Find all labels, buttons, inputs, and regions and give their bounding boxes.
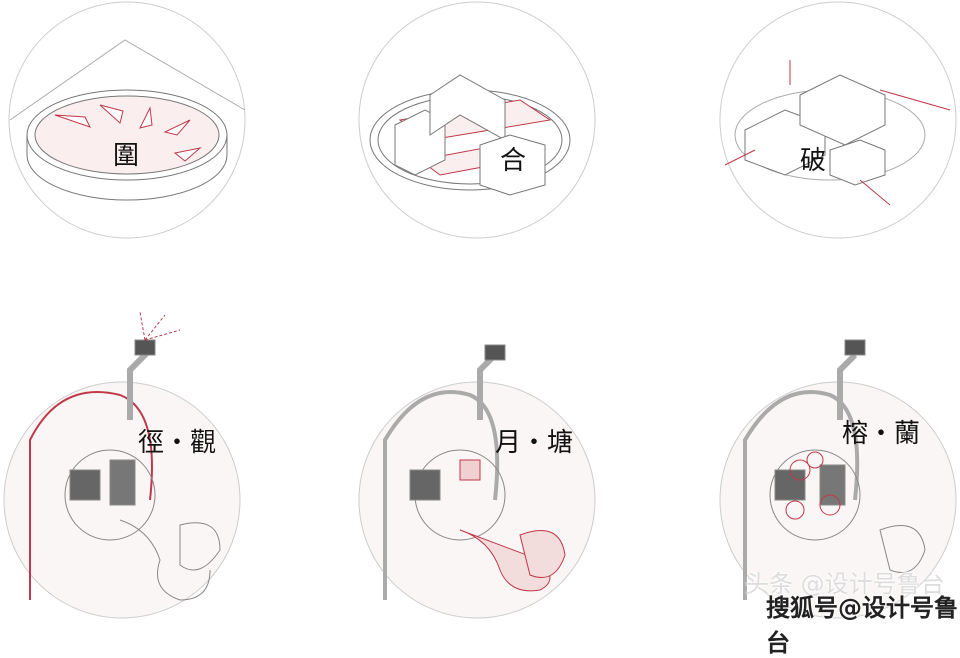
label-rong-lan: 榕・蘭 (842, 419, 921, 449)
label-jing-guan: 徑・觀 (138, 428, 217, 458)
label-he: 合 (500, 146, 527, 176)
watermark-front: 搜狐号@设计号鲁台 (766, 594, 958, 657)
panel-circle-po (719, 1, 957, 239)
diagram-canvas (3, 1, 957, 619)
panel-circle-wei (8, 1, 246, 239)
label-po: 破 (800, 146, 827, 176)
jing-guan-plan (29, 311, 221, 601)
po-diagram (724, 60, 951, 206)
rong-lan-plan (743, 339, 926, 600)
label-yue-tang: 月・塘 (495, 428, 574, 458)
watermark-back: 头条 @设计号鲁台 (745, 570, 945, 598)
he-diagram (369, 74, 571, 196)
wei-diagram (9, 39, 246, 201)
yue-tang-plan (383, 344, 566, 600)
label-wei: 圍 (113, 141, 140, 171)
panel-circle-he (358, 1, 596, 239)
